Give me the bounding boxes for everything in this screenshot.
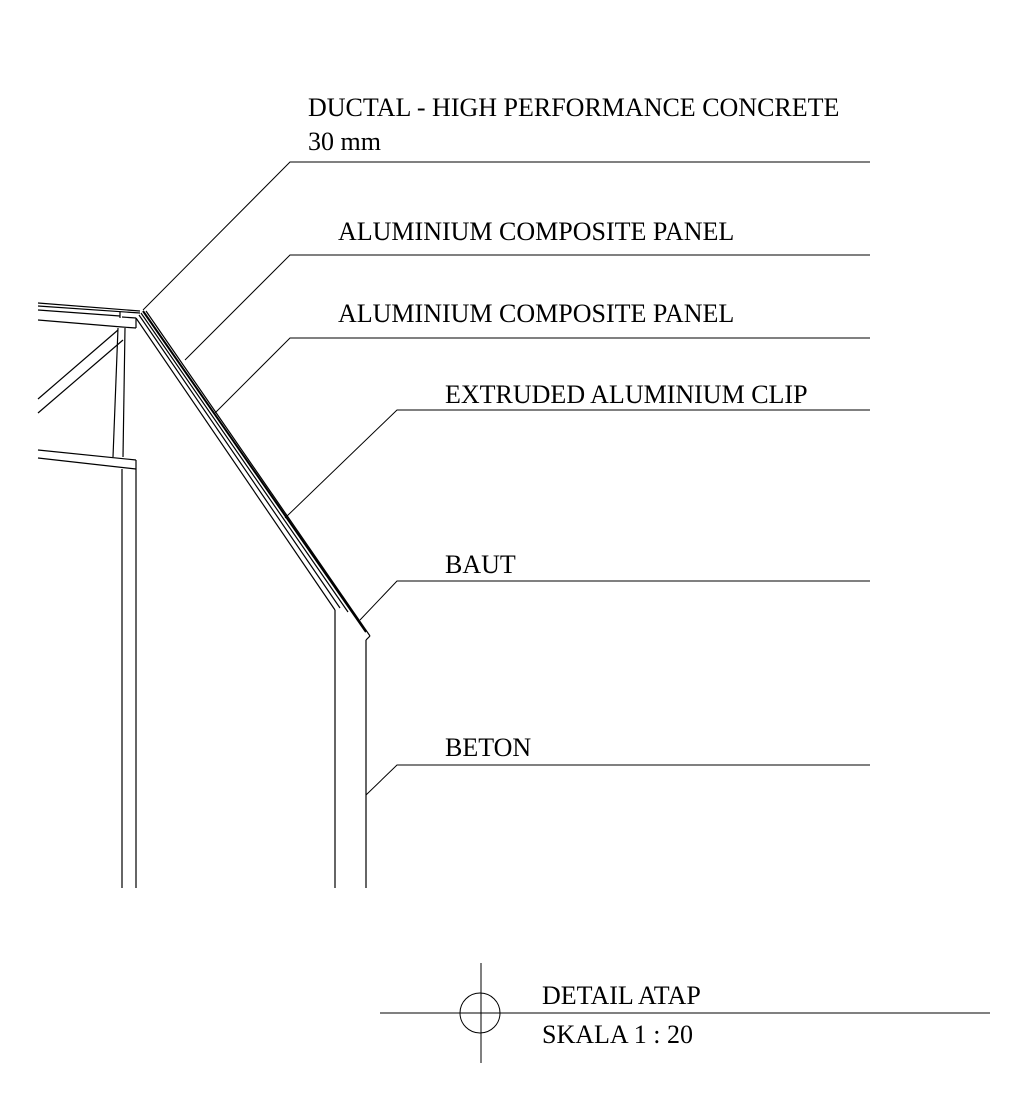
drawing-scale: SKALA 1 : 20 (542, 1020, 693, 1049)
label-acp-1: ALUMINIUM COMPOSITE PANEL (338, 217, 734, 246)
leader-lines (142, 161, 870, 796)
title-block: DETAIL ATAP SKALA 1 : 20 (380, 963, 990, 1063)
label-ductal-thickness: 30 mm (308, 127, 381, 156)
label-beton: BETON (445, 733, 531, 762)
label-clip: EXTRUDED ALUMINIUM CLIP (445, 380, 808, 409)
section-marker-icon (459, 992, 501, 1034)
roof-slope-layers (135, 310, 371, 888)
label-baut: BAUT (445, 550, 516, 579)
label-acp-2: ALUMINIUM COMPOSITE PANEL (338, 299, 734, 328)
label-ductal: DUCTAL - HIGH PERFORMANCE CONCRETE (308, 93, 839, 122)
drawing-title: DETAIL ATAP (542, 981, 701, 1010)
roof-truss (37, 302, 141, 888)
